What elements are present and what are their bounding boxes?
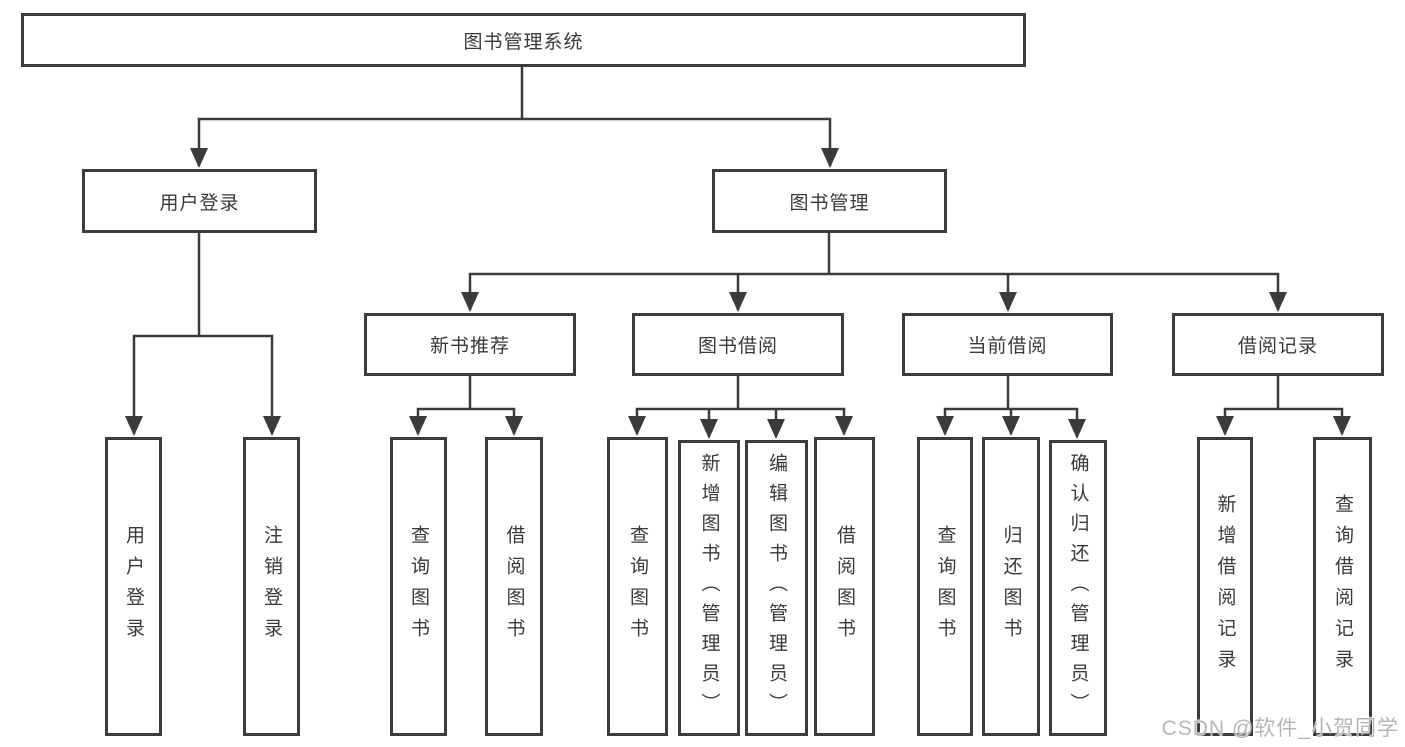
leaf-current-query-books-label: 查询图书: [934, 524, 956, 649]
leaf-borrowing-borrow-books: 借阅图书: [814, 437, 875, 736]
leaf-recommend-query-books-label: 查询图书: [408, 524, 429, 649]
leaf-records-query-record-label: 查询借阅记录: [1332, 493, 1353, 680]
leaf-recommend-query-books: 查询图书: [390, 437, 447, 736]
csdn-watermark: CSDN @软件_小贺同学: [1161, 717, 1399, 740]
leaf-logout: 注销登录: [243, 437, 300, 736]
leaf-recommend-borrow-books-label: 借阅图书: [503, 524, 525, 649]
leaf-user-login-label: 用户登录: [123, 524, 144, 649]
leaf-borrowing-borrow-books-label: 借阅图书: [834, 524, 855, 649]
leaf-user-login: 用户登录: [105, 437, 162, 736]
leaf-current-confirm-return-admin-label: 确认归还（管理员）: [1067, 453, 1089, 723]
leaf-records-add-record-label: 新增借阅记录: [1214, 493, 1236, 680]
node-book-management: 图书管理: [712, 169, 947, 233]
leaf-records-query-record: 查询借阅记录: [1313, 437, 1372, 736]
leaf-current-return-books: 归还图书: [982, 437, 1040, 736]
leaf-borrowing-query-books: 查询图书: [607, 437, 668, 736]
node-user-login: 用户登录: [82, 169, 317, 233]
leaf-borrowing-add-books-admin: 新增图书（管理员）: [678, 440, 740, 736]
leaf-records-add-record: 新增借阅记录: [1197, 437, 1253, 736]
node-root: 图书管理系统: [21, 13, 1026, 67]
leaf-current-confirm-return-admin: 确认归还（管理员）: [1049, 440, 1107, 736]
leaf-borrowing-add-books-admin-label: 新增图书（管理员）: [698, 453, 720, 723]
node-borrowing-records: 借阅记录: [1172, 313, 1384, 376]
node-new-book-recommendation: 新书推荐: [364, 313, 576, 376]
leaf-borrowing-edit-books-admin: 编辑图书（管理员）: [745, 440, 808, 736]
leaf-current-return-books-label: 归还图书: [1000, 524, 1022, 649]
leaf-borrowing-edit-books-admin-label: 编辑图书（管理员）: [766, 453, 787, 723]
leaf-current-query-books: 查询图书: [917, 437, 973, 736]
node-current-borrowing: 当前借阅: [902, 313, 1113, 376]
leaf-borrowing-query-books-label: 查询图书: [627, 524, 648, 649]
node-book-borrowing: 图书借阅: [632, 313, 844, 376]
leaf-logout-label: 注销登录: [261, 524, 282, 649]
leaf-recommend-borrow-books: 借阅图书: [485, 437, 543, 736]
